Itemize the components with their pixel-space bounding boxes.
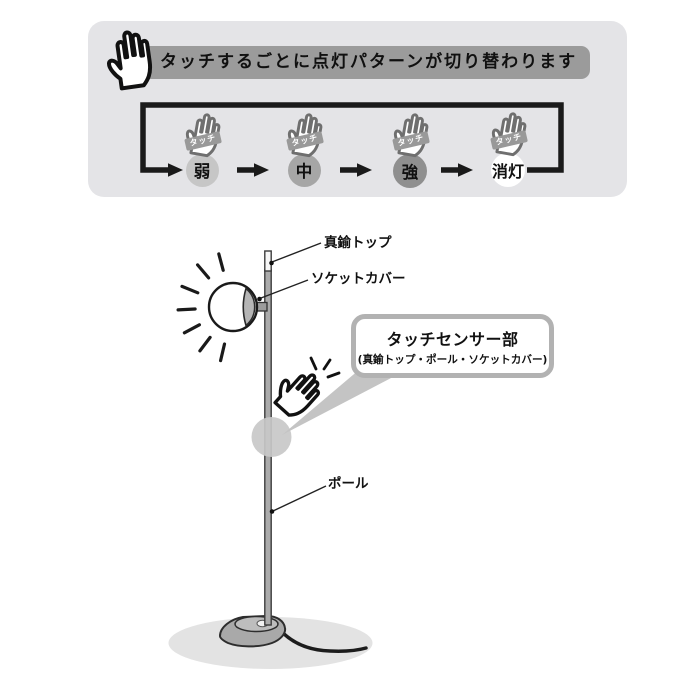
step-label-low: 弱 [193, 162, 211, 181]
power-cord [280, 630, 368, 653]
headline-text: タッチするごとに点灯パターンが切り替わります [160, 52, 578, 72]
callout-subtitle: (真鍮トップ・ポール・ソケットカバー) [357, 353, 548, 366]
label-pole: ポール [328, 476, 369, 492]
step-circle-off: 消灯 [491, 152, 525, 187]
step-label-high: 強 [401, 162, 419, 182]
touch-sensor-callout: タッチセンサー部 (真鍮トップ・ポール・ソケットカバー) [351, 314, 554, 378]
light-rays [176, 252, 227, 363]
sequence-arrows [151, 163, 473, 177]
headline-bar [124, 46, 590, 79]
hand-icon [102, 27, 155, 92]
socket-cover [242, 287, 256, 327]
step-label-mid: 中 [295, 162, 313, 181]
leader-dots [257, 260, 275, 514]
label-socket-cover: ソケットカバー [311, 271, 406, 287]
tap-motion-dashes [309, 356, 341, 379]
touch-sensor-highlight [251, 417, 292, 457]
callout-tail [282, 369, 393, 435]
leader-lines [260, 242, 327, 512]
step-circle-mid: 中 [287, 153, 321, 187]
callout-title: タッチセンサー部 [386, 329, 519, 349]
step-circle-low: 弱 [185, 153, 219, 187]
label-brass-top: 真鍮トップ [324, 235, 392, 251]
brass-top [264, 250, 272, 272]
step-circle-high: 強 [393, 153, 427, 188]
loop-frame [140, 102, 564, 173]
step-label-off: 消灯 [491, 161, 524, 181]
